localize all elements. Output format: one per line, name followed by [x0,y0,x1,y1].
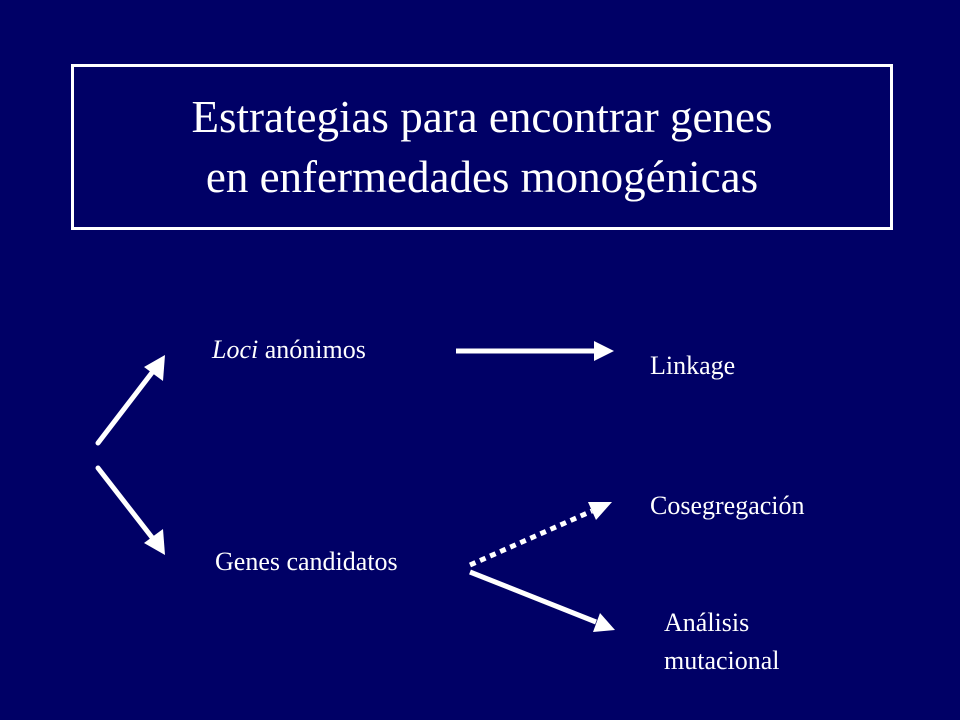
loci-anonimos-label: Loci anónimos [212,335,366,365]
arrow-to-loci [95,355,165,446]
title-line-2: en enfermedades monogénicas [205,152,759,202]
title-line-1: Estrategias para encontrar genes [191,92,773,142]
title-box: Estrategias para encontrar genes en enfe… [71,64,893,230]
arrow-genes-to-analisis [469,569,615,632]
analisis-line-1: Análisis [664,608,750,637]
analisis-line-2: mutacional [664,646,780,675]
loci-italic-text: Loci [212,335,259,364]
arrow-to-genes [95,465,165,555]
arrow-loci-to-linkage [456,341,614,361]
anonimos-text: anónimos [258,335,366,364]
arrow-genes-to-cosegregacion [468,502,612,568]
cosegregacion-label: Cosegregación [650,491,805,520]
linkage-label: Linkage [650,351,736,380]
analisis-mutacional-label: Análisis mutacional [664,604,780,680]
genes-candidatos-label: Genes candidatos [215,547,398,576]
